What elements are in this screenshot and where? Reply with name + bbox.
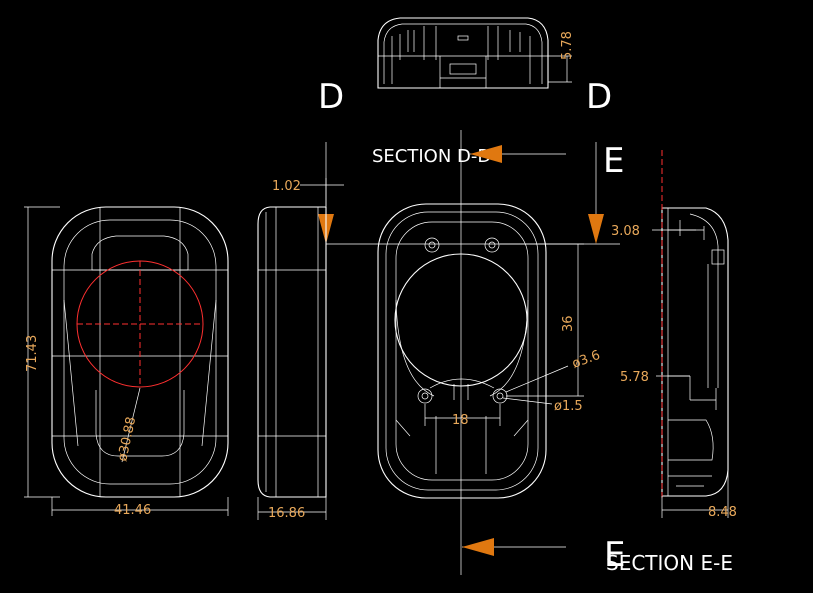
section-d-right-label: D [586,77,612,117]
section-e-title: SECTION E-E [606,551,733,575]
section-d-left-label: D [318,77,344,117]
section-e-arrow-right [588,214,604,244]
dim-front-width: 41.46 [114,503,151,518]
dim-hole-diameter: ø3.6 [570,348,602,372]
dim-section-d-height: 5.78 [560,31,575,60]
section-e-bottom-label: E [604,535,625,575]
dim-section-e-mid: 5.78 [620,370,649,385]
dim-hole-spacing: 18 [452,413,469,428]
dim-side-offset: 1.02 [272,179,301,194]
dim-pin-diameter: ø1.5 [554,399,583,414]
front-view: 71.43 41.46 ø30.88 [24,206,229,518]
dim-front-height: 71.43 [25,335,40,372]
inner-view: 36 ø3.6 ø1.5 18 [377,203,602,499]
side-view: 16.86 1.02 [257,178,344,521]
section-e-arrow-bottom [462,538,494,556]
dim-section-e-top: 3.08 [611,224,640,239]
section-e-view: 3.08 5.78 8.48 [611,150,737,520]
dim-section-e-width: 8.48 [708,505,737,520]
section-d-arrow [470,145,502,163]
dim-inner-span: 36 [561,315,576,332]
section-d-view: 5.78 [377,17,575,89]
section-e-top-label: E [603,141,624,181]
dim-side-width: 16.86 [268,506,305,521]
section-d-title: SECTION D-D [372,146,491,167]
